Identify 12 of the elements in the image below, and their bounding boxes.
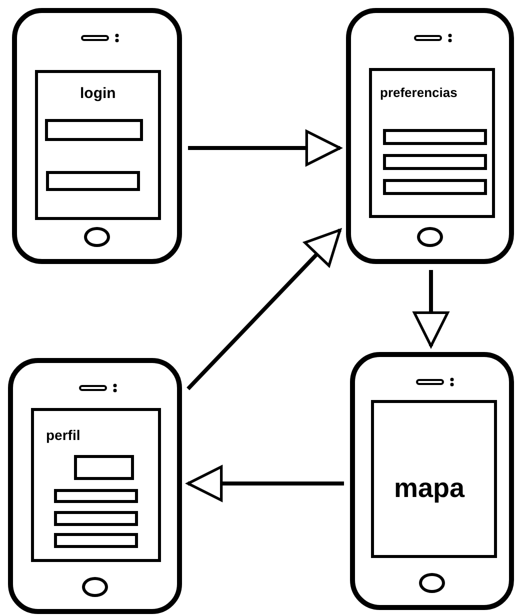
phone-outline <box>346 8 514 264</box>
arrow <box>413 270 449 348</box>
phone-outline <box>8 358 182 614</box>
screen-title: preferencias <box>380 85 458 100</box>
screen-title: perfil <box>46 427 80 443</box>
arrow <box>188 130 342 166</box>
screen-title: mapa <box>394 473 465 504</box>
arrow <box>186 466 344 502</box>
arrow <box>186 228 342 390</box>
phone-outline <box>350 352 514 610</box>
phone-outline <box>12 8 182 264</box>
screen-title: login <box>80 85 116 102</box>
